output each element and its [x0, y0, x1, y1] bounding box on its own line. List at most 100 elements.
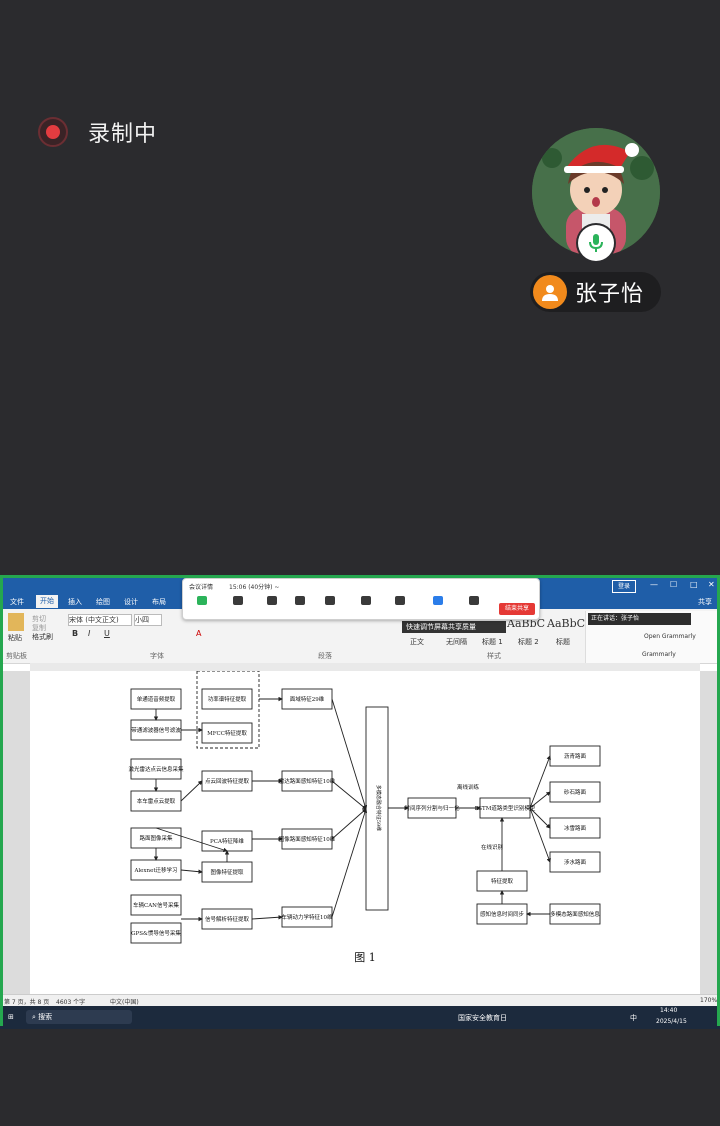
taskbar-search[interactable]: ⌕ 搜索 [26, 1010, 132, 1024]
page-count[interactable]: 第 7 页，共 8 页 [4, 999, 50, 1006]
minimize-icon[interactable]: — [650, 580, 658, 589]
close-icon[interactable]: ✕ [708, 580, 715, 589]
diagram-node: 图像路面感知特征10维 [279, 835, 336, 843]
font-name-select[interactable]: 宋体 (中文正文) [68, 614, 132, 626]
camera-icon[interactable] [227, 596, 249, 606]
more-icon[interactable] [389, 596, 411, 606]
figure-caption: 图 1 [354, 951, 376, 964]
restore-icon[interactable]: ☐ [670, 580, 678, 589]
meeting-control-bar: 会议详情 15:06 (40分钟) ~ 结束共享 [182, 578, 540, 620]
diagram-node: 时间序列分割与归一化 [404, 804, 460, 812]
speaking-indicator: 正在讲话：张子怡 [588, 613, 691, 625]
flowchart-figure: 单通道音频提取 带通滤波器信号滤波 激光雷达点云信息采集 本车雷点云提取 路面图… [128, 670, 601, 964]
maximize-icon[interactable]: □ [690, 580, 698, 589]
diagram-node: 砂石路面 [564, 788, 587, 796]
diagram-node: 单通道音频提取 [137, 695, 176, 703]
shared-screen[interactable]: 登录 — ☐ □ ✕ 文件 开始 插入 绘图 设计 布局 共享 粘贴 剪切 复制… [0, 575, 720, 1029]
group-clipboard: 剪贴板 [6, 652, 27, 660]
diagram-node: 多模态路面感知信息 [550, 910, 600, 918]
participant-name: 张子怡 [575, 282, 645, 307]
reaction-icon[interactable] [463, 596, 485, 606]
tab-design[interactable]: 设计 [124, 598, 138, 606]
tab-layout[interactable]: 布局 [152, 598, 166, 606]
invite-icon[interactable] [319, 596, 341, 606]
style-preview-2[interactable]: AaBbC [547, 617, 586, 630]
diagram-node: 车辆CAN信号采集 [133, 901, 179, 909]
tab-insert[interactable]: 插入 [68, 598, 82, 606]
diagram-node: 雷达路面感知特征10维 [279, 777, 336, 785]
grammarly-group: Grammarly [642, 651, 676, 658]
ime-indicator[interactable]: 中 [630, 1014, 637, 1022]
style-preview-1[interactable]: AaBbC [507, 617, 546, 630]
paste-icon[interactable] [8, 613, 24, 631]
tab-draw[interactable]: 绘图 [96, 598, 110, 606]
windows-start-icon[interactable]: ⊞ [8, 1013, 14, 1021]
bold-button[interactable]: B [72, 629, 79, 638]
diagram-node: LSTM道路类型识别模型 [475, 804, 536, 812]
mute-icon[interactable] [191, 596, 213, 606]
taskbar-time[interactable]: 14:40 [660, 1007, 678, 1014]
share-border-right [717, 575, 720, 1026]
zoom-level[interactable]: 170% [700, 997, 718, 1004]
recording-label: 录制中 [88, 122, 158, 147]
share-button[interactable]: 共享 [698, 598, 712, 606]
font-size-select[interactable]: 小四 [134, 614, 162, 626]
meeting-time: 15:06 (40分钟) ~ [229, 584, 280, 591]
diagram-node: MFCC特征提取 [207, 729, 247, 737]
format-painter-button[interactable]: 格式刷 [32, 633, 53, 641]
share-border-left [0, 575, 3, 1026]
cut-button[interactable]: 剪切 [32, 615, 46, 623]
copy-button[interactable]: 复制 [32, 624, 46, 632]
end-share-button[interactable]: 结束共享 [499, 603, 535, 615]
record-icon[interactable] [355, 596, 377, 606]
quality-tip: 快速调节屏幕共享质量 [402, 621, 506, 633]
diagram-node: 本车雷点云提取 [137, 797, 176, 805]
diagram-edge-label: 在线识别 [481, 843, 503, 851]
group-styles: 样式 [487, 652, 501, 660]
diagram-node: 激光雷达点云信息采集 [128, 765, 184, 773]
diagram-node: 带通滤波器信号滤波 [131, 726, 181, 734]
recording-indicator: 录制中 [38, 116, 157, 148]
participant-avatar[interactable] [532, 128, 660, 256]
search-label: 搜索 [38, 1013, 53, 1021]
diagram-edge-label: 离线训练 [457, 783, 480, 791]
diagram-node: 特征提取 [491, 877, 514, 885]
grammarly-button[interactable]: Open Grammarly [644, 633, 696, 640]
apps-icon[interactable] [427, 596, 449, 606]
language[interactable]: 中文(中国) [110, 999, 139, 1006]
mic-active-icon [578, 225, 614, 261]
style-heading1[interactable]: 标题 1 [482, 638, 503, 646]
tab-file[interactable]: 文件 [10, 598, 24, 606]
diagram-node: 感知信息时间同步 [480, 910, 525, 918]
diagram-node: PCA特征降维 [210, 837, 244, 845]
windows-taskbar: ⊞ ⌕ 搜索 国家安全教育日 中 14:40 2025/4/15 [0, 1006, 720, 1029]
login-button[interactable]: 登录 [612, 580, 636, 593]
meeting-info[interactable]: 会议详情 [189, 584, 214, 591]
italic-button[interactable]: I [88, 629, 91, 638]
style-normal[interactable]: 正文 [410, 638, 424, 646]
participant-name-tag: 张子怡 [530, 272, 661, 312]
taskbar-news[interactable]: 国家安全教育日 [458, 1014, 507, 1022]
style-no-spacing[interactable]: 无间隔 [446, 638, 467, 646]
paste-label[interactable]: 粘贴 [8, 634, 22, 642]
status-bar: 第 7 页，共 8 页 4603 个字 中文(中国) 170% [0, 994, 720, 1007]
underline-button[interactable]: U [104, 629, 110, 638]
record-dot-icon [38, 117, 68, 147]
diagram-node: 信号解析特征提取 [205, 915, 250, 923]
diagram-node: Alexnet迁移学习 [133, 866, 177, 874]
diagram-node: GPS&惯导信号采集 [131, 929, 181, 937]
diagram-node: 图像特征提取 [210, 868, 244, 876]
participants-icon[interactable] [289, 596, 311, 606]
tab-home[interactable]: 开始 [36, 595, 58, 608]
diagram-node: 冰雪路面 [564, 824, 587, 832]
style-title[interactable]: 标题 [556, 638, 570, 646]
style-heading2[interactable]: 标题 2 [518, 638, 539, 646]
security-icon[interactable] [261, 596, 283, 606]
diagram-node: 点云回波特征提取 [205, 777, 250, 785]
diagram-node: 多模态融合特征59维 [375, 785, 382, 831]
font-color-button[interactable]: A [196, 629, 202, 638]
taskbar-date[interactable]: 2025/4/15 [656, 1018, 687, 1025]
word-count[interactable]: 4603 个字 [56, 999, 86, 1006]
diagram-node: 面域特征29维 [290, 695, 325, 703]
document-page[interactable]: 单通道音频提取 带通滤波器信号滤波 激光雷达点云信息采集 本车雷点云提取 路面图… [30, 670, 700, 994]
